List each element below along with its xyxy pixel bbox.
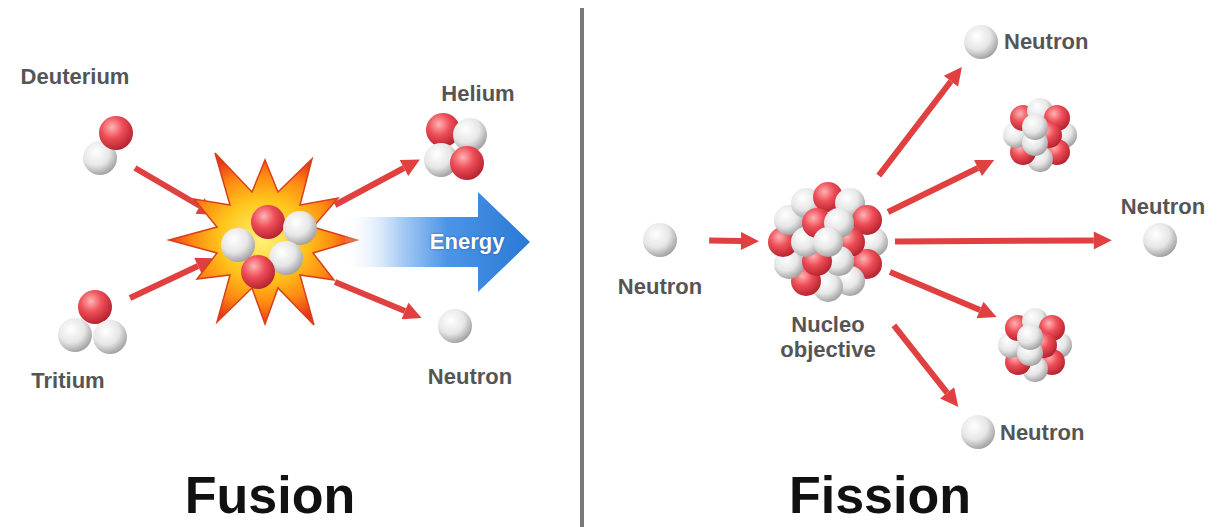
neutron-sphere [964, 25, 998, 59]
helium-atom [424, 113, 487, 180]
fission-fragment [998, 308, 1072, 382]
burst-shape [169, 153, 357, 325]
reaction-arrow [335, 282, 405, 311]
section-title: Fusion [185, 469, 355, 521]
fusion-burst [169, 153, 357, 325]
particle-node: Neutron [957, 411, 1088, 453]
neutron-path-arrow [709, 238, 741, 244]
particle-label: Neutron [428, 364, 512, 389]
energy-label: Energy [430, 229, 505, 254]
proton-sphere [78, 290, 112, 324]
energy-arrow: Energy [345, 192, 530, 292]
particle-label: Neutron [618, 274, 702, 299]
reaction-arrow [135, 168, 200, 206]
neutron-path-arrow [894, 325, 947, 393]
neutron-sphere [961, 415, 995, 449]
deuterium-atom [83, 116, 133, 175]
neutron-sphere [93, 320, 127, 354]
energy-arrow-body [345, 192, 530, 292]
reaction-arrow [335, 168, 404, 205]
neutron-sphere [221, 228, 255, 262]
neutron-sphere [1143, 223, 1177, 257]
fragment-arrow [888, 168, 978, 212]
particle-label: Neutron [1004, 29, 1088, 54]
proton-sphere [251, 205, 285, 239]
neutron-sphere [643, 223, 677, 257]
particle-label: Neutron [1000, 420, 1084, 445]
fission-fragment [1003, 98, 1077, 172]
particle-label: Deuterium [21, 64, 130, 89]
particle-node: Nucleo objective [764, 178, 892, 366]
particle-node: Tritium [27, 286, 131, 398]
proton-sphere [99, 116, 133, 150]
fragment-arrow [890, 272, 980, 310]
particle-node: Deuterium [17, 60, 137, 179]
target-nucleus [768, 182, 888, 302]
proton-sphere [241, 255, 275, 289]
neutron-path-arrow [895, 240, 1094, 241]
fused-nucleus [221, 205, 317, 289]
particle-label: Nucleo objective [772, 312, 884, 363]
particle-label: Tritium [31, 368, 104, 393]
section-title: Fission [789, 469, 971, 521]
particle-node: Neutron [1117, 190, 1209, 261]
particle-node: Helium [420, 77, 519, 184]
particle-node: Neutron [960, 21, 1092, 63]
neutron-sphere [58, 318, 92, 352]
particle-node: Neutron [614, 219, 706, 304]
neutron-path-arrow [879, 81, 951, 175]
tritium-atom [58, 290, 127, 354]
particle-label: Neutron [1121, 194, 1205, 219]
reaction-arrow [130, 266, 198, 298]
proton-sphere [450, 146, 484, 180]
neutron-sphere [283, 211, 317, 245]
divider-line [580, 8, 584, 527]
neutron-sphere [438, 309, 472, 343]
particle-label: Helium [441, 81, 514, 106]
particle-node: Neutron [424, 305, 516, 394]
